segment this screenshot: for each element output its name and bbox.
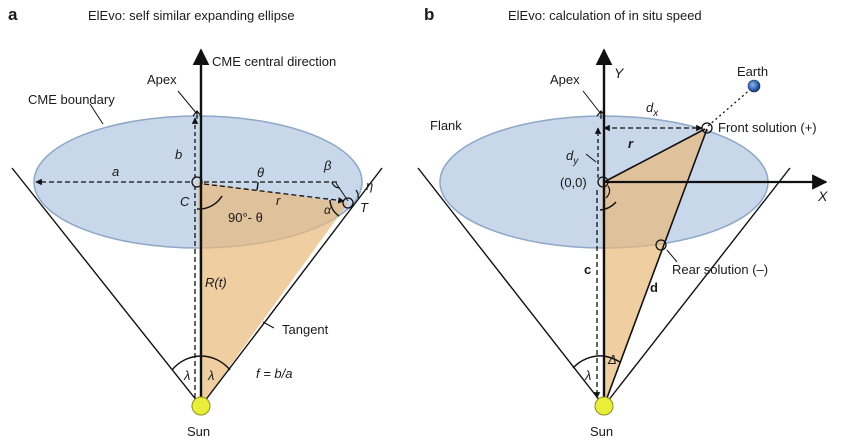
lambda-arc-b xyxy=(572,355,605,369)
center-c xyxy=(191,176,203,188)
label-dy-sub: y xyxy=(572,156,579,167)
tangent-pointer xyxy=(262,321,275,329)
eta-arc xyxy=(355,189,359,199)
front-solution-point xyxy=(701,122,713,134)
apex-marker-b xyxy=(596,110,606,119)
label-c-b: c xyxy=(584,262,591,277)
earth-icon xyxy=(747,79,761,93)
boundary-pointer xyxy=(89,103,104,125)
tangent-triangle xyxy=(198,182,348,406)
cone-left xyxy=(11,167,202,407)
label-f: f = b/a xyxy=(256,366,293,381)
label-dx-sub: x xyxy=(652,108,659,119)
label-dy: dy xyxy=(566,148,579,167)
label-sun-b: Sun xyxy=(590,424,613,439)
label-r-t: R(t) xyxy=(205,275,227,290)
apex-pointer xyxy=(177,90,198,115)
label-cme-direction: CME central direction xyxy=(212,54,336,69)
label-delta: Δ xyxy=(607,352,617,367)
label-dx: dx xyxy=(646,100,659,119)
label-r-b: r xyxy=(628,136,634,151)
label-c: C xyxy=(180,194,190,209)
panel-b-title: ElEvo: calculation of in situ speed xyxy=(508,8,702,23)
cone-right-b xyxy=(603,167,791,407)
label-front: Front solution (+) xyxy=(718,120,817,135)
vector-r xyxy=(603,128,706,183)
apex-pointer-b xyxy=(582,90,602,115)
label-apex-a: Apex xyxy=(147,72,177,87)
label-dx-main: d xyxy=(646,100,654,115)
label-b: b xyxy=(175,147,182,162)
label-rear: Rear solution (–) xyxy=(672,262,768,277)
label-earth: Earth xyxy=(737,64,768,79)
lambda-arc-left xyxy=(171,355,202,371)
beta-arc xyxy=(331,181,341,189)
dy-pointer xyxy=(585,153,597,163)
apex-marker xyxy=(192,110,202,119)
panel-a: a ElEvo: self similar expanding ellipse xyxy=(8,5,383,439)
origin-curl xyxy=(605,185,611,199)
lambda-arc-right xyxy=(200,355,231,371)
label-t: T xyxy=(360,200,369,215)
sun-icon-b xyxy=(594,396,614,416)
label-sun-a: Sun xyxy=(187,424,210,439)
angle-90-arc xyxy=(196,195,223,210)
tangent-point-t xyxy=(342,197,354,209)
label-d-b: d xyxy=(650,280,658,295)
rear-solution-point xyxy=(655,239,667,251)
label-origin: (0,0) xyxy=(560,175,587,190)
origin-angle-arc xyxy=(599,201,617,211)
label-a: a xyxy=(112,164,119,179)
cone-left-b xyxy=(417,167,605,407)
tangent-line xyxy=(200,167,383,407)
label-y: Y xyxy=(614,65,625,81)
panel-b-letter: b xyxy=(424,5,434,24)
label-flank: Flank xyxy=(430,118,462,133)
label-dy-main: d xyxy=(566,148,574,163)
alpha-arc xyxy=(329,199,340,217)
label-boundary: CME boundary xyxy=(28,92,115,107)
label-eta: η xyxy=(366,178,373,193)
label-theta: θ xyxy=(257,165,264,180)
label-lambda-left: λ xyxy=(183,368,190,383)
label-tangent: Tangent xyxy=(282,322,329,337)
label-r: r xyxy=(276,193,281,208)
theta-arc xyxy=(256,181,259,191)
label-beta: β xyxy=(323,158,332,173)
panel-a-letter: a xyxy=(8,5,18,24)
label-lambda-b: λ xyxy=(584,368,591,383)
delta-arc xyxy=(603,355,621,363)
sun-icon xyxy=(191,396,211,416)
panel-b: b ElEvo: calculation of in situ speed xyxy=(417,5,828,439)
panel-a-title: ElEvo: self similar expanding ellipse xyxy=(88,8,295,23)
label-lambda-right: λ xyxy=(207,368,214,383)
vector-d xyxy=(603,128,708,407)
label-angle-90: 90°- θ xyxy=(228,210,263,225)
label-apex-b: Apex xyxy=(550,72,580,87)
origin-point xyxy=(597,176,609,188)
rear-pointer xyxy=(666,249,678,263)
label-alpha: α xyxy=(324,203,332,217)
label-x: X xyxy=(817,188,828,204)
